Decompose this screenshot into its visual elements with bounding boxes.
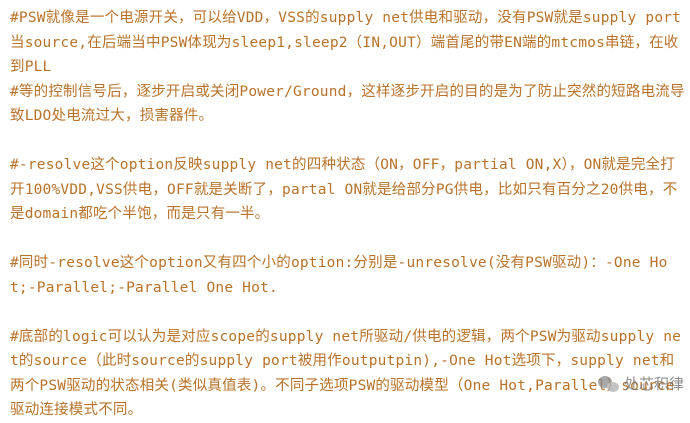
paragraph-resolve-options: #同时-resolve这个option又有四个小的option:分别是-unre… xyxy=(10,255,668,296)
document-body: #PSW就像是一个电源开关，可以给VDD，VSS的supply net供电和驱动… xyxy=(10,6,685,423)
spacer xyxy=(10,129,685,154)
paragraph-resolve-states: #-resolve这个option反映supply net的四种状态（ON，OF… xyxy=(10,157,678,222)
paragraph-bottom-logic: #底部的logic可以认为是对应scope的supply net所驱动/供电的逻… xyxy=(10,328,682,419)
watermark: 处芯积律 xyxy=(597,373,684,394)
paragraph-psw-control: #等的控制信号后，逐步开启或关闭Power/Ground，这样逐步开启的目的是为… xyxy=(10,83,685,125)
wechat-icon xyxy=(597,375,620,393)
spacer xyxy=(10,300,685,325)
paragraph-psw-intro: #PSW就像是一个电源开关，可以给VDD，VSS的supply net供电和驱动… xyxy=(10,10,682,75)
spacer xyxy=(10,227,685,252)
watermark-text: 处芯积律 xyxy=(623,375,684,393)
